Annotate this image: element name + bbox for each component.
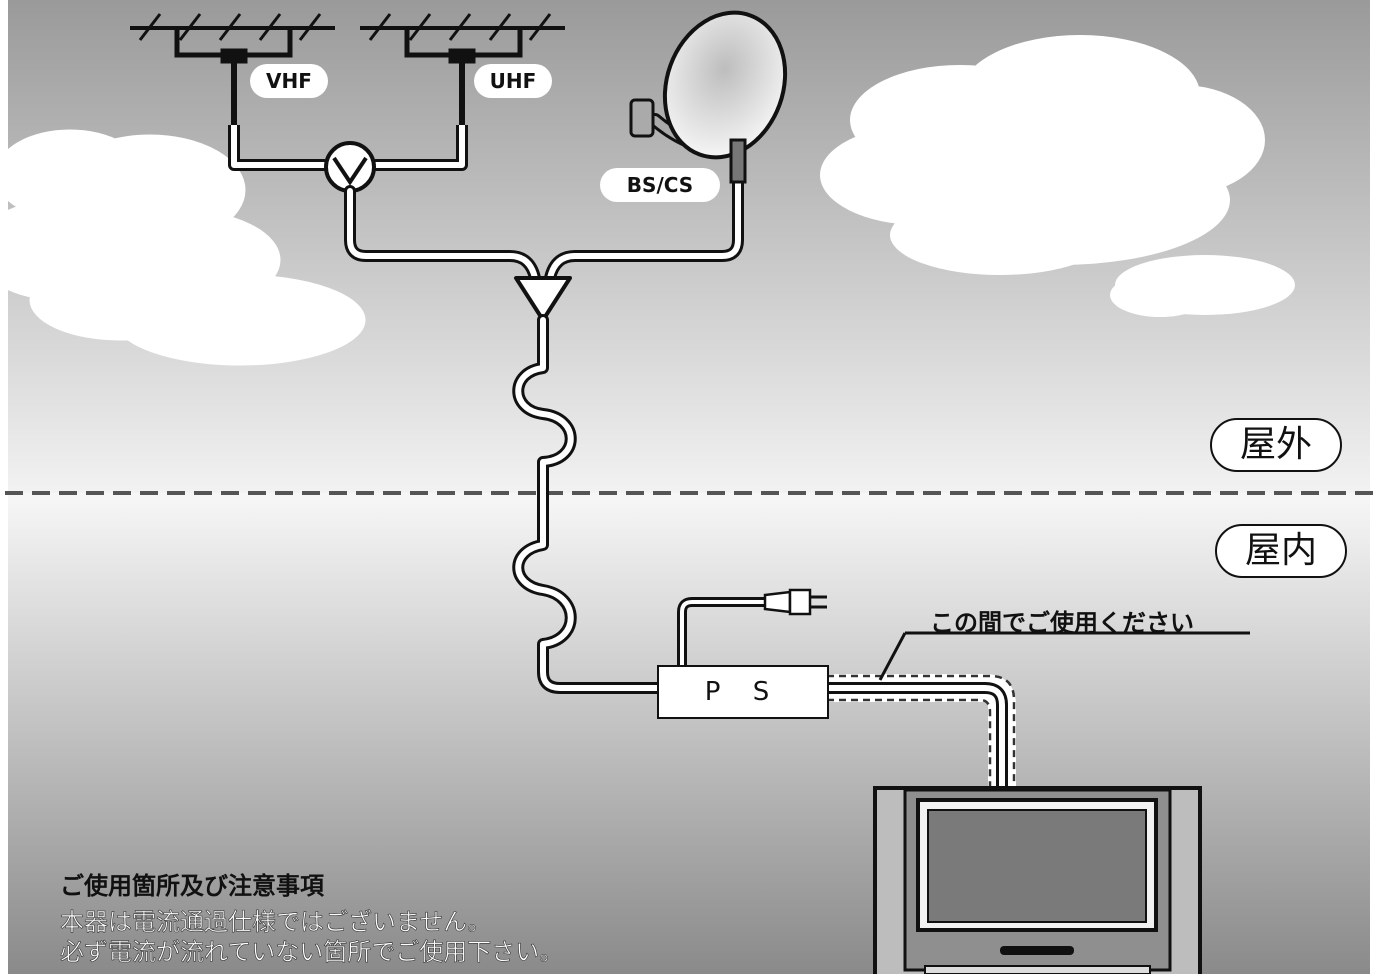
outdoor-label: 屋外: [1210, 418, 1342, 472]
uhf-antenna-icon: [360, 13, 565, 125]
notes-line: 必ず電流が流れていない箇所でご使用下さい。: [60, 938, 564, 967]
power-cord: [677, 597, 765, 665]
bscs-label: BS/CS: [600, 168, 720, 202]
power-plug-icon: [763, 588, 827, 616]
uhf-label: UHF: [474, 64, 552, 98]
feed-cable: [512, 314, 663, 694]
power-supply-box: P S: [657, 665, 829, 719]
use-between-label: この間でご使用ください: [930, 609, 1194, 637]
cloud-right: [820, 35, 1295, 317]
output-cable: [827, 674, 1016, 790]
notes-title: ご使用箇所及び注意事項: [60, 872, 324, 900]
mixer-icon: [324, 141, 376, 193]
vhf-label: VHF: [250, 64, 328, 98]
satellite-dish-icon: [629, 10, 788, 184]
notes-line: 本器は電流通過仕様ではございません。: [60, 908, 492, 937]
use-between-leader: [878, 631, 1250, 681]
vhf-antenna-icon: [130, 13, 335, 125]
indoor-label: 屋内: [1215, 524, 1347, 578]
combine-cables: [344, 174, 744, 284]
television-icon: [873, 786, 1202, 974]
usage-notes: ご使用箇所及び注意事項 本器は電流通過仕様ではございません。 必ず電流が流れてい…: [60, 866, 564, 967]
splitter-icon: [514, 276, 572, 322]
cloud-left: [0, 129, 366, 366]
